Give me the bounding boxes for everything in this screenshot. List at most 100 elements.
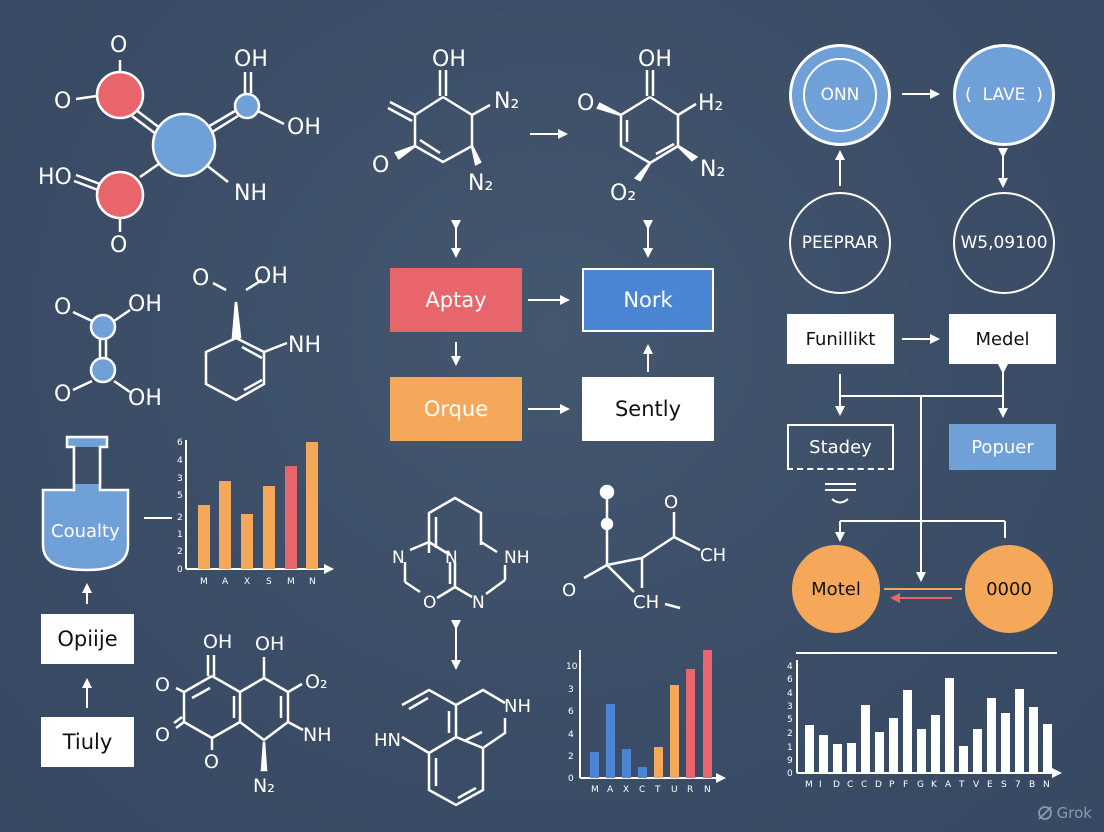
y-tick: 9 [787,756,793,766]
x-tick: N [704,785,711,795]
flow-box-nork[interactable]: Nork [582,268,714,332]
atom-label: N₂ [253,775,275,797]
atom-label: N [392,548,405,568]
svg-text:C: C [847,780,853,790]
x-tick-labels: M I D C C D P F G K A T V E S 7 B N [805,780,1050,790]
bar-chart-2 [579,650,726,783]
y-tick: 6 [787,675,793,685]
flow-box-aptay[interactable]: Aptay [390,268,522,332]
node-circle-0000[interactable]: 0000 [965,545,1053,633]
flow-box-tiuly[interactable]: Tiuly [41,717,134,767]
node-label: ( LAVE ) [965,85,1043,105]
atom-blue [89,356,117,384]
watermark: Grok [1037,804,1092,822]
flow-box-opiije[interactable]: Opiije [41,614,134,664]
svg-text:D: D [833,780,840,790]
y-tick: 6 [177,438,183,448]
atom-label: HO [38,165,72,190]
atom-label: OH [128,386,162,411]
svg-text:F: F [903,780,908,790]
svg-text:7: 7 [1015,780,1021,790]
right-flow-connectors [825,89,1008,582]
y-tick: 2 [568,752,574,762]
atom-label: O [110,233,127,258]
atom-label: OH [432,47,466,72]
svg-text:E: E [987,780,993,790]
flow-box-funillikt[interactable]: Funillikt [787,314,894,364]
x-tick: U [671,785,678,795]
molecule-top-left [73,60,285,232]
atom-label: O [155,674,170,696]
atom-label: NH [504,548,530,568]
atom-label: O [54,89,71,114]
atom-label: OH [234,47,268,72]
y-tick: 0 [787,769,793,779]
svg-text:M: M [805,780,813,790]
atom-label: O [54,382,71,407]
bar-chart-3 [796,652,1062,778]
x-tick: R [687,785,693,795]
y-tick: 4 [787,689,793,699]
atom-label: H₂ [698,91,723,116]
node-circle-motel[interactable]: Motel [792,545,880,633]
node-circle-lave[interactable]: ( LAVE ) [953,44,1055,146]
y-tick: 6 [568,707,574,717]
y-tick: 1 [787,743,793,753]
svg-text:D: D [875,780,882,790]
x-tick: X [244,577,250,587]
y-tick: 5 [787,715,793,725]
molecule-mid-left-a [72,308,131,394]
atom-label: O [372,153,389,178]
atom-label: O [577,91,594,116]
atom-label: OH [255,633,284,655]
atom-label: CH [700,545,726,566]
svg-text:C: C [861,780,867,790]
atom-label: NH [504,696,531,717]
svg-text:V: V [973,780,980,790]
molecule-mid-left-b [204,278,288,402]
x-tick: A [607,785,614,795]
atom-label: N [472,593,485,613]
svg-text:N: N [1043,780,1050,790]
atom-red-1 [95,70,145,120]
y-tick: 0 [177,565,183,575]
atom-label: OH [128,292,162,317]
atom-label: O₂ [305,671,328,693]
bar-chart-1 [185,440,334,574]
svg-text:K: K [931,780,938,790]
atom-label: N₂ [700,157,725,182]
flask-icon [41,435,130,572]
flow-box-orque[interactable]: Orque [390,377,522,441]
svg-text:T: T [958,780,965,790]
svg-text:I: I [819,780,822,790]
atom-blue-small [233,92,261,120]
flow-box-medel[interactable]: Medel [949,314,1056,364]
y-tick: 0 [568,774,574,784]
node-circle-w509100[interactable]: W5,09100 [953,192,1055,294]
atom-label: O [664,492,678,513]
atom-label: OH [638,47,672,72]
flow-box-sently[interactable]: Sently [582,377,714,441]
y-tick: 2 [787,729,793,739]
atom-label: N₂ [494,89,519,114]
molecule-bottom-center [401,688,507,807]
y-tick: 1 [177,530,183,540]
svg-text:G: G [917,780,924,790]
atom-label: CH [633,592,659,613]
svg-text:P: P [889,780,895,790]
x-tick: M [591,785,599,795]
molecule-center-bicyclic [403,496,507,600]
y-tick: 4 [787,662,793,672]
atom-label: O [192,266,209,291]
flow-box-popuer[interactable]: Popuer [949,424,1056,470]
node-label: ONN [803,58,877,132]
flow-box-stadey[interactable]: Stadey [787,424,894,470]
node-circle-peeprar[interactable]: PEEPRAR [789,192,891,294]
y-tick: 2 [177,513,183,523]
molecule-center-cyclopropane [583,484,701,610]
grok-logo-icon [1037,806,1052,820]
atom-blue [89,313,117,341]
atom-label: O [110,33,127,58]
node-circle-onn[interactable]: ONN [789,44,891,146]
